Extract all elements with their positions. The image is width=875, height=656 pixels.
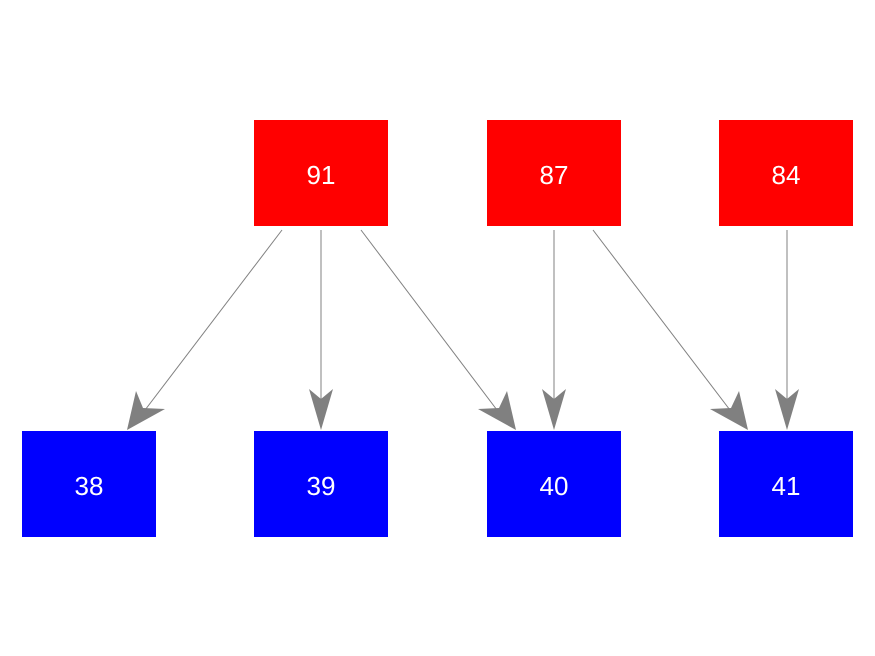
edge-91-38 [127, 229, 283, 430]
node-label: 84 [772, 160, 801, 190]
node-label: 91 [307, 160, 336, 190]
edge-87-40 [542, 230, 566, 430]
edge-87-41 [592, 229, 748, 430]
edge-91-40 [360, 229, 516, 430]
edge-84-41 [775, 230, 799, 430]
top-node-91[interactable]: 91 [254, 120, 388, 226]
top-node-87[interactable]: 87 [487, 120, 621, 226]
node-label: 40 [540, 471, 569, 501]
node-label: 41 [772, 471, 801, 501]
edge-91-39 [309, 230, 333, 430]
edges [127, 229, 799, 430]
bottom-node-40[interactable]: 40 [487, 431, 621, 537]
top-node-84[interactable]: 84 [719, 120, 853, 226]
node-label: 87 [540, 160, 569, 190]
node-label: 38 [75, 471, 104, 501]
bottom-node-38[interactable]: 38 [22, 431, 156, 537]
node-label: 39 [307, 471, 336, 501]
bottom-node-39[interactable]: 39 [254, 431, 388, 537]
bottom-node-41[interactable]: 41 [719, 431, 853, 537]
